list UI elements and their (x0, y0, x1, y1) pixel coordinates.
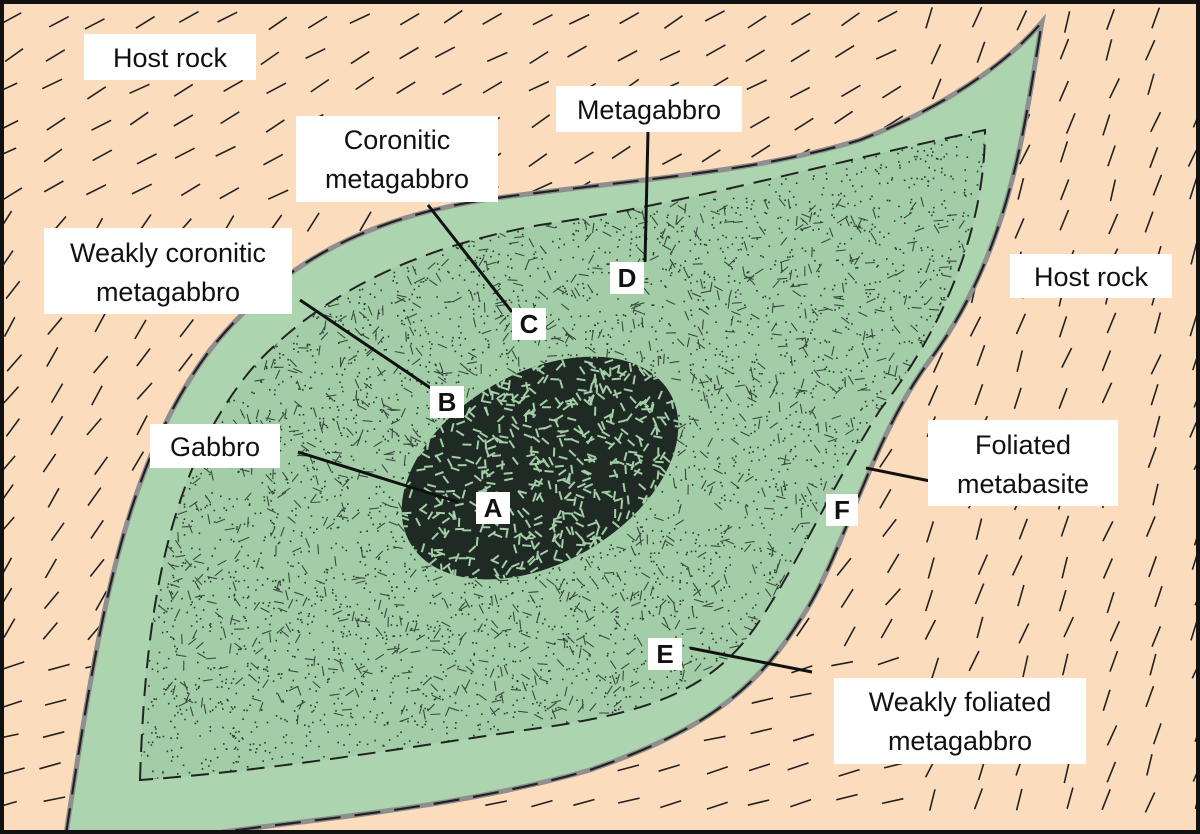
host-rock-label: Host rock (1034, 262, 1149, 292)
point-marker-b: B (430, 386, 464, 418)
label-metagabbro: Metagabbro (556, 86, 742, 132)
label-host-rock-r: Host rock (1010, 254, 1172, 298)
point-marker-d: D (610, 262, 644, 294)
point-label-e: E (656, 639, 673, 669)
weakly-coronitic-label-line1: Weakly coronitic (70, 238, 266, 268)
label-host-rock-tl: Host rock (84, 34, 256, 80)
gabbro-label: Gabbro (170, 432, 260, 462)
label-gabbro: Gabbro (150, 424, 280, 468)
label-weakly-coronitic-metagabbro: Weakly coronitic metagabbro (44, 228, 292, 314)
weakly-coronitic-label-line2: metagabbro (96, 277, 240, 307)
label-foliated-metabasite: Foliated metabasite (928, 420, 1118, 506)
point-label-c: C (520, 309, 539, 339)
point-marker-e: E (648, 638, 682, 670)
foliated-label-line2: metabasite (957, 469, 1089, 499)
point-label-a: A (484, 493, 503, 523)
coronitic-label-line1: Coronitic (344, 125, 451, 155)
weakly-foliated-label-line2: metagabbro (888, 726, 1032, 756)
point-label-b: B (438, 387, 457, 417)
point-marker-c: C (512, 308, 546, 340)
point-label-d: D (618, 263, 637, 293)
point-label-f: F (834, 495, 850, 525)
label-weakly-foliated-metagabbro: Weakly foliated metagabbro (834, 678, 1086, 764)
host-rock-label: Host rock (113, 43, 228, 73)
weakly-foliated-label-line1: Weakly foliated (869, 687, 1052, 717)
point-marker-f: F (826, 494, 858, 526)
coronitic-label-line2: metagabbro (325, 164, 469, 194)
label-coronitic-metagabbro: Coronitic metagabbro (296, 116, 498, 202)
foliated-label-line1: Foliated (975, 430, 1071, 460)
metagabbro-label: Metagabbro (577, 95, 721, 125)
point-marker-a: A (476, 492, 510, 524)
